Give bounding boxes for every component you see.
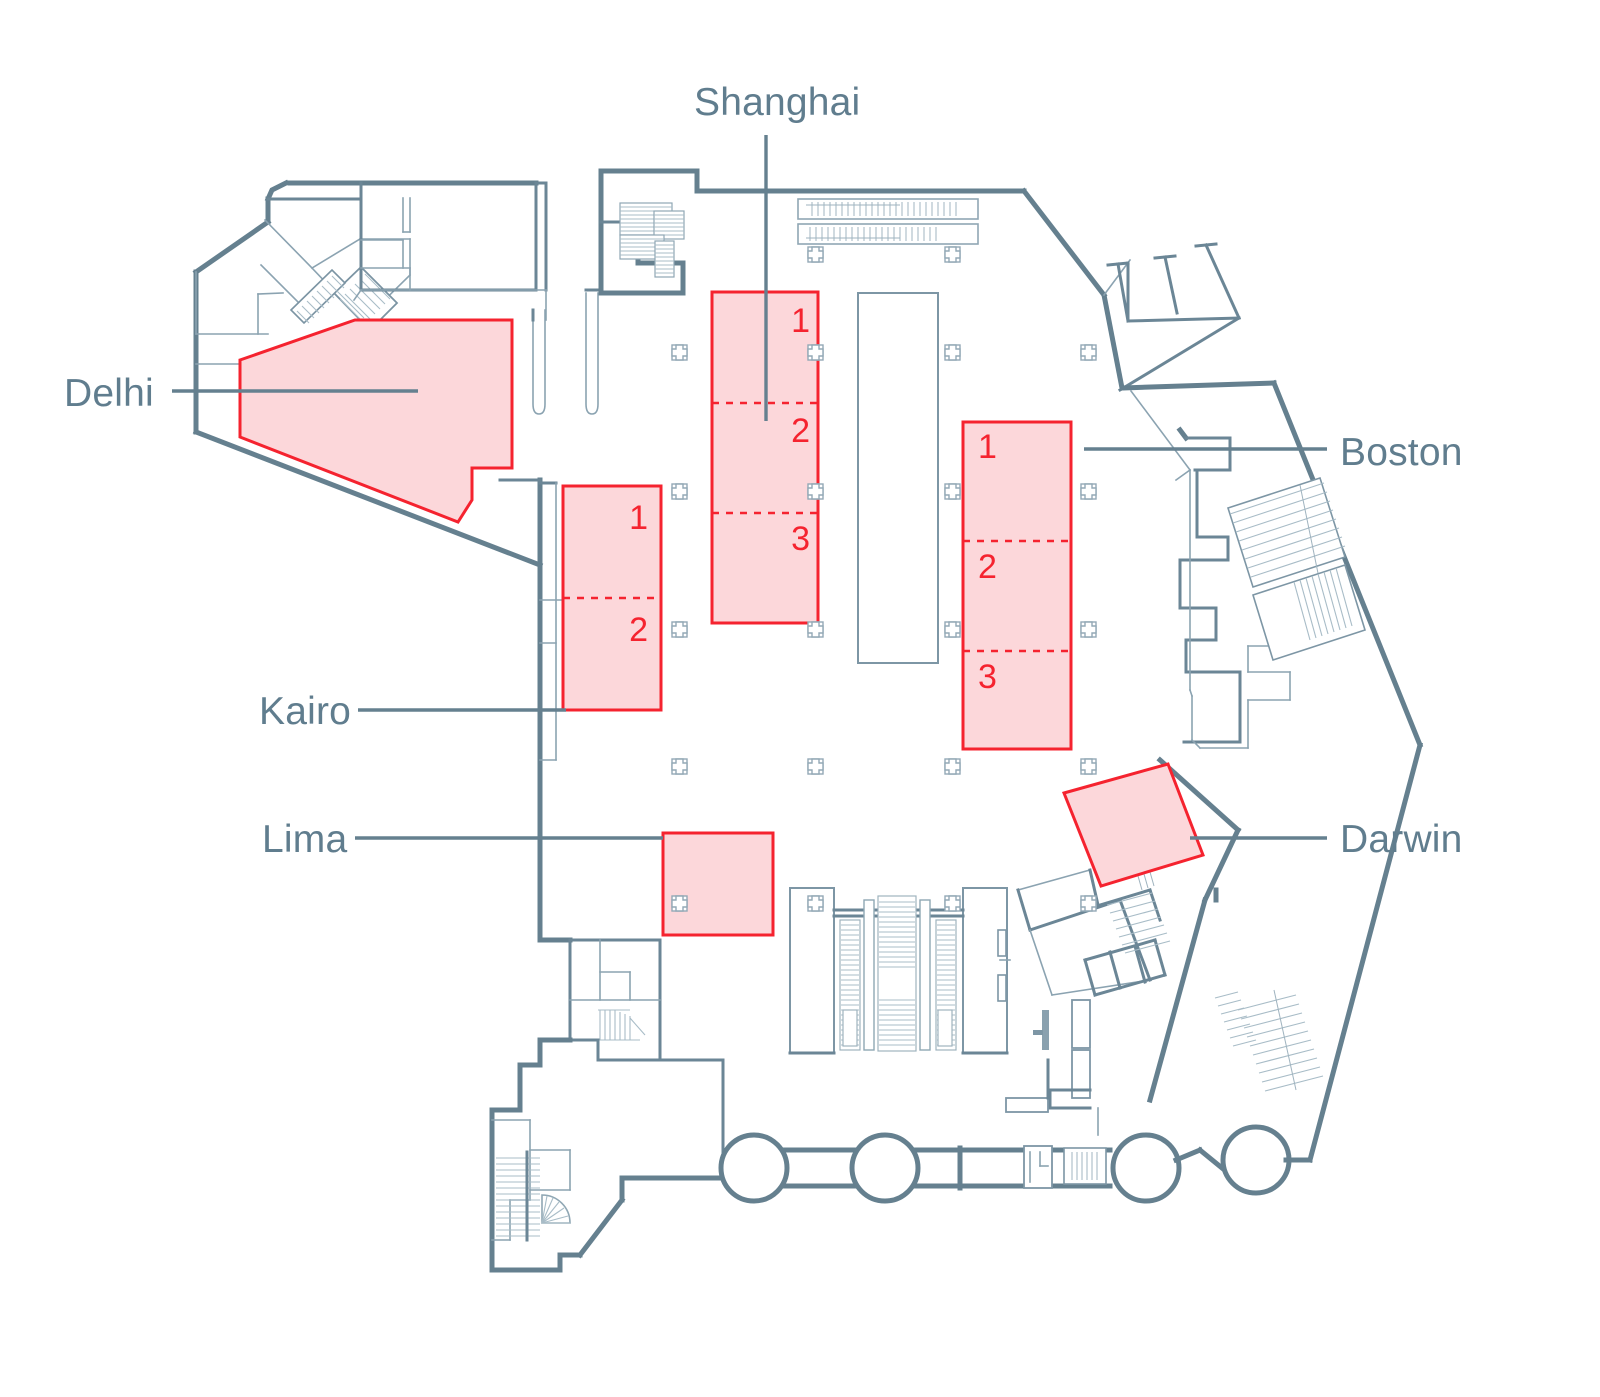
stairs-southeast-long xyxy=(1214,989,1324,1092)
column-marker xyxy=(1080,344,1097,361)
column-markers xyxy=(671,246,1097,912)
northwest-core xyxy=(598,168,1027,296)
column-marker xyxy=(944,483,961,500)
escalator-core-central xyxy=(788,887,1009,1055)
hall-kairo[interactable]: 1 2 xyxy=(561,484,663,712)
label-darwin[interactable]: Darwin xyxy=(1340,818,1463,861)
stairs-southwest xyxy=(598,1009,646,1041)
hall-lima[interactable] xyxy=(661,831,775,937)
moving-walkway-north xyxy=(797,198,979,245)
column-marker xyxy=(671,895,688,912)
retail-strip-southeast xyxy=(997,868,1167,1136)
column-marker xyxy=(671,758,688,775)
column-marker xyxy=(944,895,961,912)
hall-delhi[interactable] xyxy=(238,318,514,524)
column-marker xyxy=(1080,621,1097,638)
stairs-east-lower xyxy=(1252,563,1366,662)
hall-boston-section-2: 2 xyxy=(978,548,997,586)
column-marker xyxy=(1080,483,1097,500)
south-corridor xyxy=(718,1124,1313,1204)
hall-kairo-section-1: 1 xyxy=(629,499,648,537)
hall-boston-section-3: 3 xyxy=(978,658,997,696)
hall-shanghai-section-3: 3 xyxy=(791,520,810,558)
label-shanghai[interactable]: Shanghai xyxy=(694,81,860,124)
label-lima[interactable]: Lima xyxy=(262,818,347,861)
leader-lines xyxy=(172,135,1327,840)
column-marker xyxy=(807,344,824,361)
hall-darwin[interactable] xyxy=(1061,762,1205,888)
hall-overlays: 1 2 1 2 3 1 2 3 xyxy=(238,290,1205,937)
column-marker xyxy=(671,483,688,500)
column-marker xyxy=(944,344,961,361)
column-marker xyxy=(1080,895,1097,912)
column-marker xyxy=(671,621,688,638)
hall-shanghai-section-2: 2 xyxy=(791,412,810,450)
column-marker xyxy=(944,246,961,263)
column-marker xyxy=(807,758,824,775)
hall-boston-section-1: 1 xyxy=(978,428,997,466)
spiral-stair-southwest xyxy=(541,1194,571,1224)
column-marker xyxy=(807,246,824,263)
hall-boston[interactable]: 1 2 3 xyxy=(961,420,1073,751)
stairs-west-lower xyxy=(496,1157,540,1237)
column-marker xyxy=(807,483,824,500)
hall-shanghai-section-1: 1 xyxy=(791,302,810,340)
label-delhi[interactable]: Delhi xyxy=(64,372,154,415)
building-outline xyxy=(192,168,1424,1273)
hall-labels: Shanghai Delhi Boston Kairo Lima Darwin xyxy=(64,81,1463,861)
hall-kairo-section-2: 2 xyxy=(629,611,648,649)
column-marker xyxy=(944,621,961,638)
label-kairo[interactable]: Kairo xyxy=(259,690,351,733)
column-marker xyxy=(671,344,688,361)
column-marker xyxy=(807,895,824,912)
column-marker xyxy=(1080,758,1097,775)
stairs-east-upper xyxy=(1226,476,1347,589)
fins-northeast xyxy=(1106,242,1241,323)
column-marker xyxy=(807,621,824,638)
escalator-northwest xyxy=(289,265,399,332)
column-marker xyxy=(944,758,961,775)
label-boston[interactable]: Boston xyxy=(1340,431,1463,474)
